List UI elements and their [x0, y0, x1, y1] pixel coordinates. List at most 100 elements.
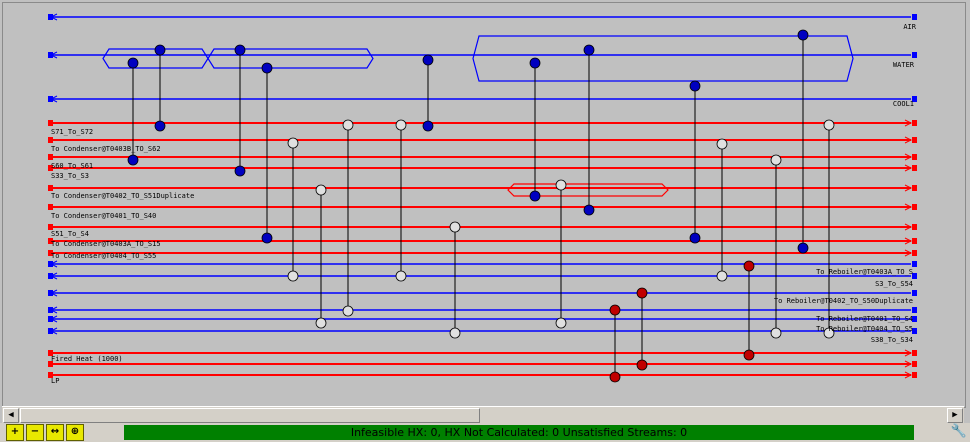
exchanger-node[interactable]	[234, 44, 246, 56]
stream-end-marker	[912, 137, 917, 143]
process-stream-label: To Condenser@T0401_TO_S40	[51, 212, 156, 220]
exchanger-node[interactable]	[127, 57, 139, 69]
process-stream-label: Fired Heat (1000)	[51, 355, 123, 363]
process-stream-label: S38_To_S34	[871, 336, 913, 344]
stream-start-marker	[48, 185, 53, 191]
heater-node[interactable]	[823, 119, 835, 131]
exchanger-node[interactable]	[797, 242, 809, 254]
stream-end-marker	[912, 52, 917, 58]
heater-node[interactable]	[287, 270, 299, 282]
stream-end-marker	[912, 250, 917, 256]
process-stream-label: To Reboiler@T0404_TO_S5	[816, 325, 913, 333]
exchanger-node[interactable]	[797, 29, 809, 41]
process-stream-label: To Condenser@T0403B_TO_S62	[51, 145, 161, 153]
heater-node[interactable]	[449, 327, 461, 339]
utility-stream-label: AIR	[903, 23, 916, 31]
exchanger-node[interactable]	[154, 120, 166, 132]
heater-node[interactable]	[716, 138, 728, 150]
reboiler-node[interactable]	[743, 260, 755, 272]
heater-node[interactable]	[555, 179, 567, 191]
stream-start-marker	[48, 165, 53, 171]
arrow-right-icon	[904, 237, 913, 245]
status-bar: + − ↔ ⊕ Infeasible HX: 0, HX Not Calcula…	[0, 423, 970, 442]
arrow-right-icon	[904, 203, 913, 211]
process-stream-label: S33_To_S3	[51, 172, 89, 180]
stream-end-marker	[912, 96, 917, 102]
stream-end-marker	[912, 224, 917, 230]
zoom-in-button[interactable]: +	[6, 424, 24, 441]
stream-end-marker	[912, 185, 917, 191]
stream-split-branch[interactable]	[472, 35, 854, 82]
exchanger-node[interactable]	[422, 120, 434, 132]
stream-end-marker	[912, 261, 917, 267]
arrow-left-icon	[49, 327, 58, 335]
exchanger-node[interactable]	[529, 57, 541, 69]
heater-node[interactable]	[823, 327, 835, 339]
scroll-left-icon[interactable]: ◀	[3, 408, 19, 423]
exchanger-node[interactable]	[234, 165, 246, 177]
arrow-right-icon	[904, 371, 913, 379]
exchanger-node[interactable]	[261, 62, 273, 74]
heater-node[interactable]	[395, 270, 407, 282]
stream-split-branch[interactable]	[507, 183, 669, 197]
reboiler-node[interactable]	[743, 349, 755, 361]
exchanger-node[interactable]	[689, 232, 701, 244]
arrow-left-icon	[49, 315, 58, 323]
utility-stream-label: COOL1	[893, 100, 914, 108]
heater-node[interactable]	[315, 317, 327, 329]
reboiler-node[interactable]	[609, 371, 621, 383]
heater-node[interactable]	[342, 305, 354, 317]
scrollbar-thumb[interactable]	[20, 408, 480, 423]
stream-end-marker	[912, 290, 917, 296]
arrow-right-icon	[904, 184, 913, 192]
stream-end-marker	[912, 328, 917, 334]
arrow-left-icon	[49, 95, 58, 103]
process-stream-label: S60_To_S61	[51, 162, 93, 170]
exchanger-node[interactable]	[261, 232, 273, 244]
reboiler-node[interactable]	[609, 304, 621, 316]
exchanger-node[interactable]	[529, 190, 541, 202]
stream-end-marker	[912, 14, 917, 20]
arrow-left-icon	[49, 306, 58, 314]
reboiler-node[interactable]	[636, 287, 648, 299]
exchanger-node[interactable]	[127, 154, 139, 166]
heater-node[interactable]	[555, 317, 567, 329]
heater-node[interactable]	[770, 154, 782, 166]
heater-node[interactable]	[716, 270, 728, 282]
stream-start-marker	[48, 120, 53, 126]
heater-node[interactable]	[395, 119, 407, 131]
exchanger-node[interactable]	[154, 44, 166, 56]
heater-node[interactable]	[770, 327, 782, 339]
arrow-right-icon	[904, 360, 913, 368]
heater-node[interactable]	[449, 221, 461, 233]
arrow-right-icon	[904, 249, 913, 257]
process-stream-label: To Reboiler@T0403A_TO_S	[816, 268, 913, 276]
reboiler-node[interactable]	[636, 359, 648, 371]
arrow-left-icon	[49, 51, 58, 59]
stream-start-marker	[48, 238, 53, 244]
horizontal-scrollbar[interactable]: ◀ ▶	[2, 406, 964, 423]
stream-end-marker	[912, 204, 917, 210]
stream-end-marker	[912, 154, 917, 160]
stream-start-marker	[48, 154, 53, 160]
exchanger-node[interactable]	[583, 44, 595, 56]
heater-node[interactable]	[315, 184, 327, 196]
exchanger-node[interactable]	[689, 80, 701, 92]
exchanger-node[interactable]	[422, 54, 434, 66]
stream-start-marker	[48, 372, 53, 378]
stream-start-marker	[48, 350, 53, 356]
process-stream-label: To Condenser@T0404_TO_S55	[51, 252, 156, 260]
arrow-right-icon	[904, 223, 913, 231]
heater-node[interactable]	[287, 137, 299, 149]
stream-split-branch[interactable]	[207, 48, 374, 69]
zoom-reset-button[interactable]: ⊕	[66, 424, 84, 441]
scroll-right-icon[interactable]: ▶	[947, 408, 963, 423]
heater-node[interactable]	[342, 119, 354, 131]
fit-button[interactable]: ↔	[46, 424, 64, 441]
stream-start-marker	[48, 204, 53, 210]
wrench-icon[interactable]: 🔧	[950, 424, 968, 439]
exchanger-node[interactable]	[583, 204, 595, 216]
arrow-right-icon	[904, 164, 913, 172]
zoom-out-button[interactable]: −	[26, 424, 44, 441]
